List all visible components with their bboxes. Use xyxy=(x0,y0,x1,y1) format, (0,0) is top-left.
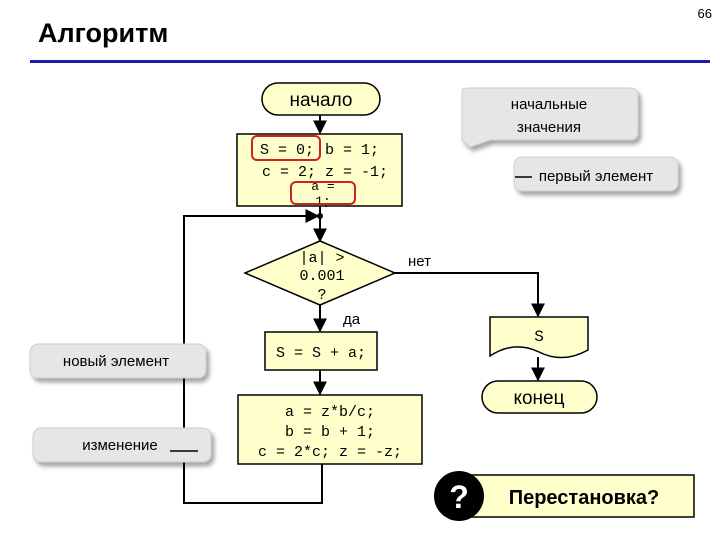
callout-new-element-text: новый элемент xyxy=(63,353,169,370)
callout-change-text: изменение xyxy=(82,437,158,454)
loop-back-line xyxy=(183,209,323,504)
update-line3: c = 2*c; z = -z; xyxy=(258,444,402,461)
update-line1: a = z*b/c; xyxy=(285,404,375,421)
end-label: конец xyxy=(513,388,564,409)
start-node: начало xyxy=(261,82,381,116)
condition-line3: ? xyxy=(317,287,326,304)
init-cz-text: c = 2; z = -1; xyxy=(262,164,388,181)
callout-initial-values: начальные значения xyxy=(461,87,639,148)
end-node: конец xyxy=(481,380,598,414)
question-icon-glyph: ? xyxy=(449,479,469,515)
question-icon xyxy=(434,471,484,521)
permutation-question-button[interactable]: ? Перестановка? xyxy=(434,471,695,521)
callout-new-element: новый элемент xyxy=(29,343,207,379)
slide-title: Алгоритм xyxy=(38,18,169,48)
start-label: начало xyxy=(290,90,353,111)
callout-initial-values-line2: значения xyxy=(517,119,581,136)
connectors xyxy=(183,114,545,504)
sum-step-text: S = S + a; xyxy=(276,345,366,362)
init-s-text: S = 0; xyxy=(260,142,314,159)
update-block: a = z*b/c; b = b + 1; c = 2*c; z = -z; xyxy=(237,394,423,465)
yes-branch-label: да xyxy=(343,311,361,328)
init-a-text-line2: 1; xyxy=(315,194,331,209)
arrow-condition-no-to-output xyxy=(380,272,545,318)
no-branch-label: нет xyxy=(408,253,431,270)
callout-change: изменение xyxy=(32,427,212,463)
output-text: S xyxy=(534,328,544,346)
callout-initial-values-line1: начальные xyxy=(511,96,587,113)
update-line2: b = b + 1; xyxy=(285,424,375,441)
highlight-a-init xyxy=(290,181,356,205)
highlight-s-init xyxy=(251,135,321,161)
callout-first-element-text: первый элемент xyxy=(539,168,653,185)
loop-junction-dot xyxy=(317,213,323,219)
condition-line1: |a| > xyxy=(299,250,344,267)
condition-diamond: |a| > 0.001 ? xyxy=(243,240,397,306)
init-b-text: b = 1; xyxy=(325,142,379,159)
question-button-label[interactable]: Перестановка? xyxy=(509,487,660,509)
init-block: S = 0; b = 1; c = 2; z = -1; a = 1; xyxy=(236,133,403,209)
callout-first-element: первый элемент xyxy=(513,156,679,192)
output-block: S xyxy=(489,316,589,359)
sum-step-block: S = S + a; xyxy=(264,331,378,371)
condition-line2: 0.001 xyxy=(299,268,344,285)
title-underline xyxy=(30,60,710,63)
page-number: 66 xyxy=(697,6,712,21)
